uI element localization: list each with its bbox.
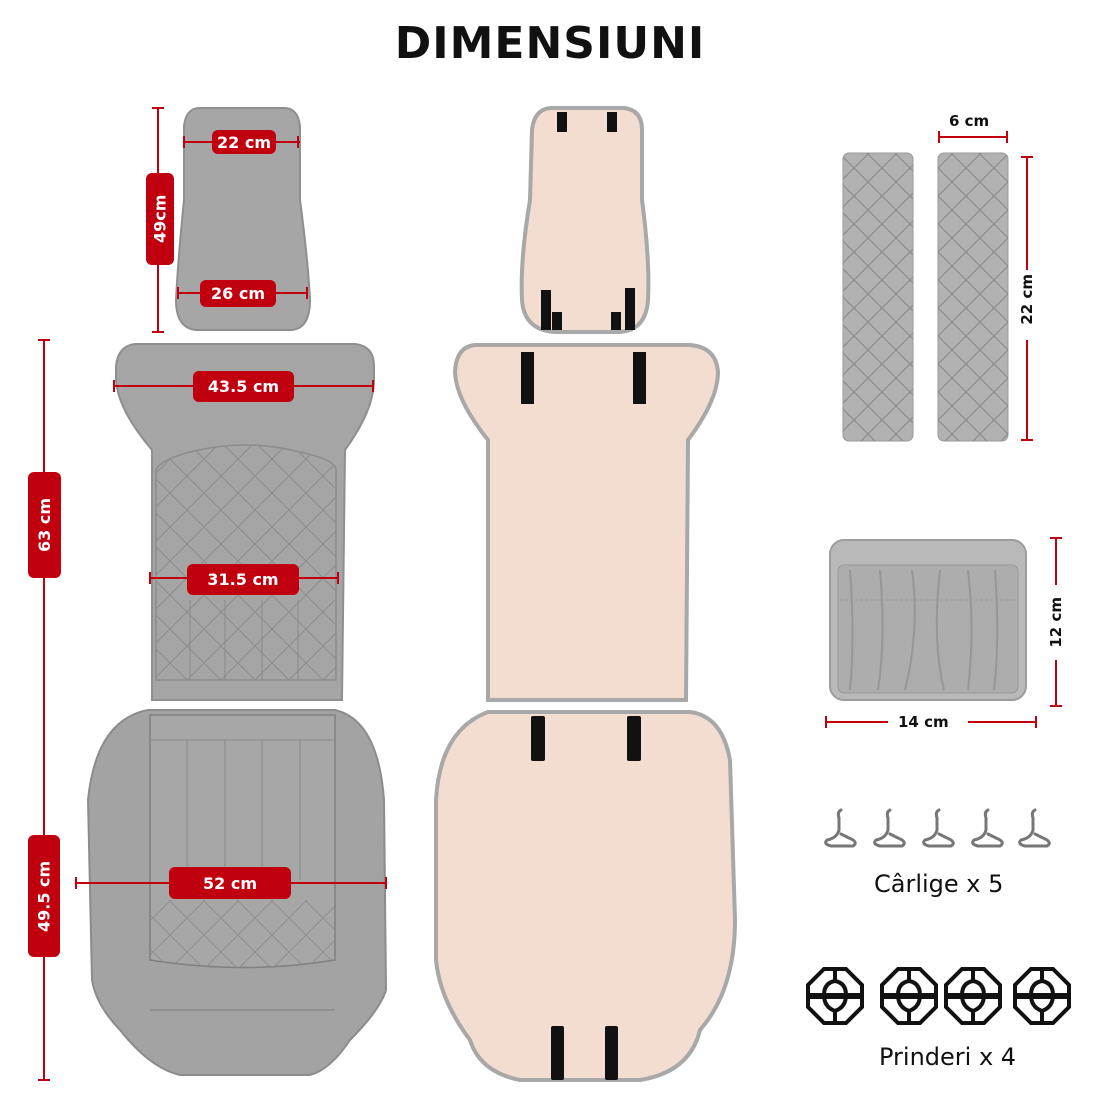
seat-depth-label: 49.5 cm [28,835,60,957]
pocket-illustration [829,539,1027,701]
headrest-cover-shape [174,107,312,331]
backrest-top-width-label: 43.5 cm [193,371,294,402]
backrest-backing-shape [452,343,721,702]
hooks-caption: Cârlige x 5 [874,870,1004,898]
seat-backing-shape [434,710,738,1082]
belt-pad-length-label: 22 cm [1018,274,1036,325]
front-cover-illustration [86,107,388,1076]
clips-illustration [806,967,1071,1025]
headrest-backing-shape [519,106,651,334]
headrest-height-label: 49cm [146,173,174,265]
backrest-height-label: 63 cm [28,472,61,578]
hooks-illustration [824,808,1051,848]
pocket-width-label: 14 cm [898,713,949,731]
headrest-top-width-label: 22 cm [212,130,276,154]
backrest-mid-width-label: 31.5 cm [187,564,299,595]
dimension-lines-pocket [825,537,1062,728]
back-side-illustration [434,106,738,1082]
headrest-bottom-width-label: 26 cm [200,280,276,307]
belt-pads-illustration [842,152,1009,442]
dimension-lines-belt [938,131,1033,441]
page-title: DIMENSIUNI [394,18,706,69]
clips-caption: Prinderi x 4 [879,1043,1017,1071]
seat-width-label: 52 cm [169,867,291,899]
pocket-height-label: 12 cm [1047,597,1065,648]
belt-pad-width-label: 6 cm [949,112,990,130]
